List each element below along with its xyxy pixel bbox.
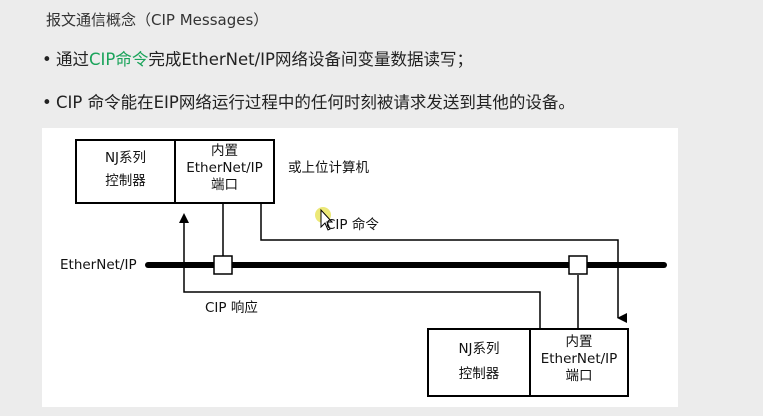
top-controller-label: NJ系列 控制器 — [76, 150, 175, 190]
top-tap — [213, 255, 233, 275]
page-title: 报文通信概念（CIP Messages） — [46, 11, 269, 29]
top-port-box — [174, 139, 275, 204]
bottom-port-label: 内置 EtherNet/IP 端口 — [530, 334, 628, 385]
bullet-cip-read-write: •通过CIP命令完成EtherNet/IP网络设备间变量数据读写； — [42, 46, 473, 70]
bottom-controller-line-1: NJ系列 — [458, 341, 500, 357]
bullet-1-prefix: 通过 — [56, 50, 89, 69]
cip-response-arrowhead — [179, 213, 189, 223]
bottom-port-line-2: EtherNet/IP — [540, 351, 618, 367]
bullet-1-suffix: 完成EtherNet/IP网络设备间变量数据读写； — [148, 50, 473, 69]
cip-response-line — [183, 223, 541, 329]
bottom-port-box — [529, 328, 629, 397]
bottom-port-line-3: 端口 — [565, 368, 593, 384]
cip-message-diagram: NJ系列 控制器 内置 EtherNet/IP 端口 或上位计算机 NJ系列 控… — [42, 128, 678, 407]
bullet-1-highlight: CIP命令 — [89, 50, 149, 69]
top-port-line-2: EtherNet/IP — [186, 160, 263, 176]
bottom-controller-line-2: 控制器 — [458, 366, 500, 382]
top-port-line-1: 内置 — [211, 143, 238, 159]
top-controller-box — [75, 139, 176, 204]
top-controller-line-2: 控制器 — [105, 173, 146, 189]
bottom-port-line-1: 内置 — [565, 334, 593, 350]
top-port-label: 内置 EtherNet/IP 端口 — [175, 143, 274, 194]
cip-response-label: CIP 响应 — [205, 300, 258, 316]
bullet-2-text: CIP 命令能在EIP网络运行过程中的任何时刻被请求发送到其他的设备。 — [56, 93, 575, 112]
top-alt-label: 或上位计算机 — [288, 160, 369, 176]
network-label: EtherNet/IP — [60, 257, 137, 273]
top-port-line-3: 端口 — [211, 177, 238, 193]
bottom-controller-label: NJ系列 控制器 — [428, 341, 530, 383]
top-controller-line-1: NJ系列 — [104, 150, 147, 166]
cursor-pointer-icon — [320, 208, 334, 231]
bottom-tap — [568, 255, 588, 275]
cip-command-label: CIP 命令 — [326, 217, 379, 233]
cip-command-line — [260, 203, 627, 323]
bullet-cip-anytime: •CIP 命令能在EIP网络运行过程中的任何时刻被请求发送到其他的设备。 — [42, 89, 575, 113]
diagram-graphics — [75, 139, 667, 397]
bullet-dot: • — [42, 93, 52, 112]
bottom-controller-box — [427, 328, 531, 397]
bullet-dot: • — [42, 50, 52, 69]
